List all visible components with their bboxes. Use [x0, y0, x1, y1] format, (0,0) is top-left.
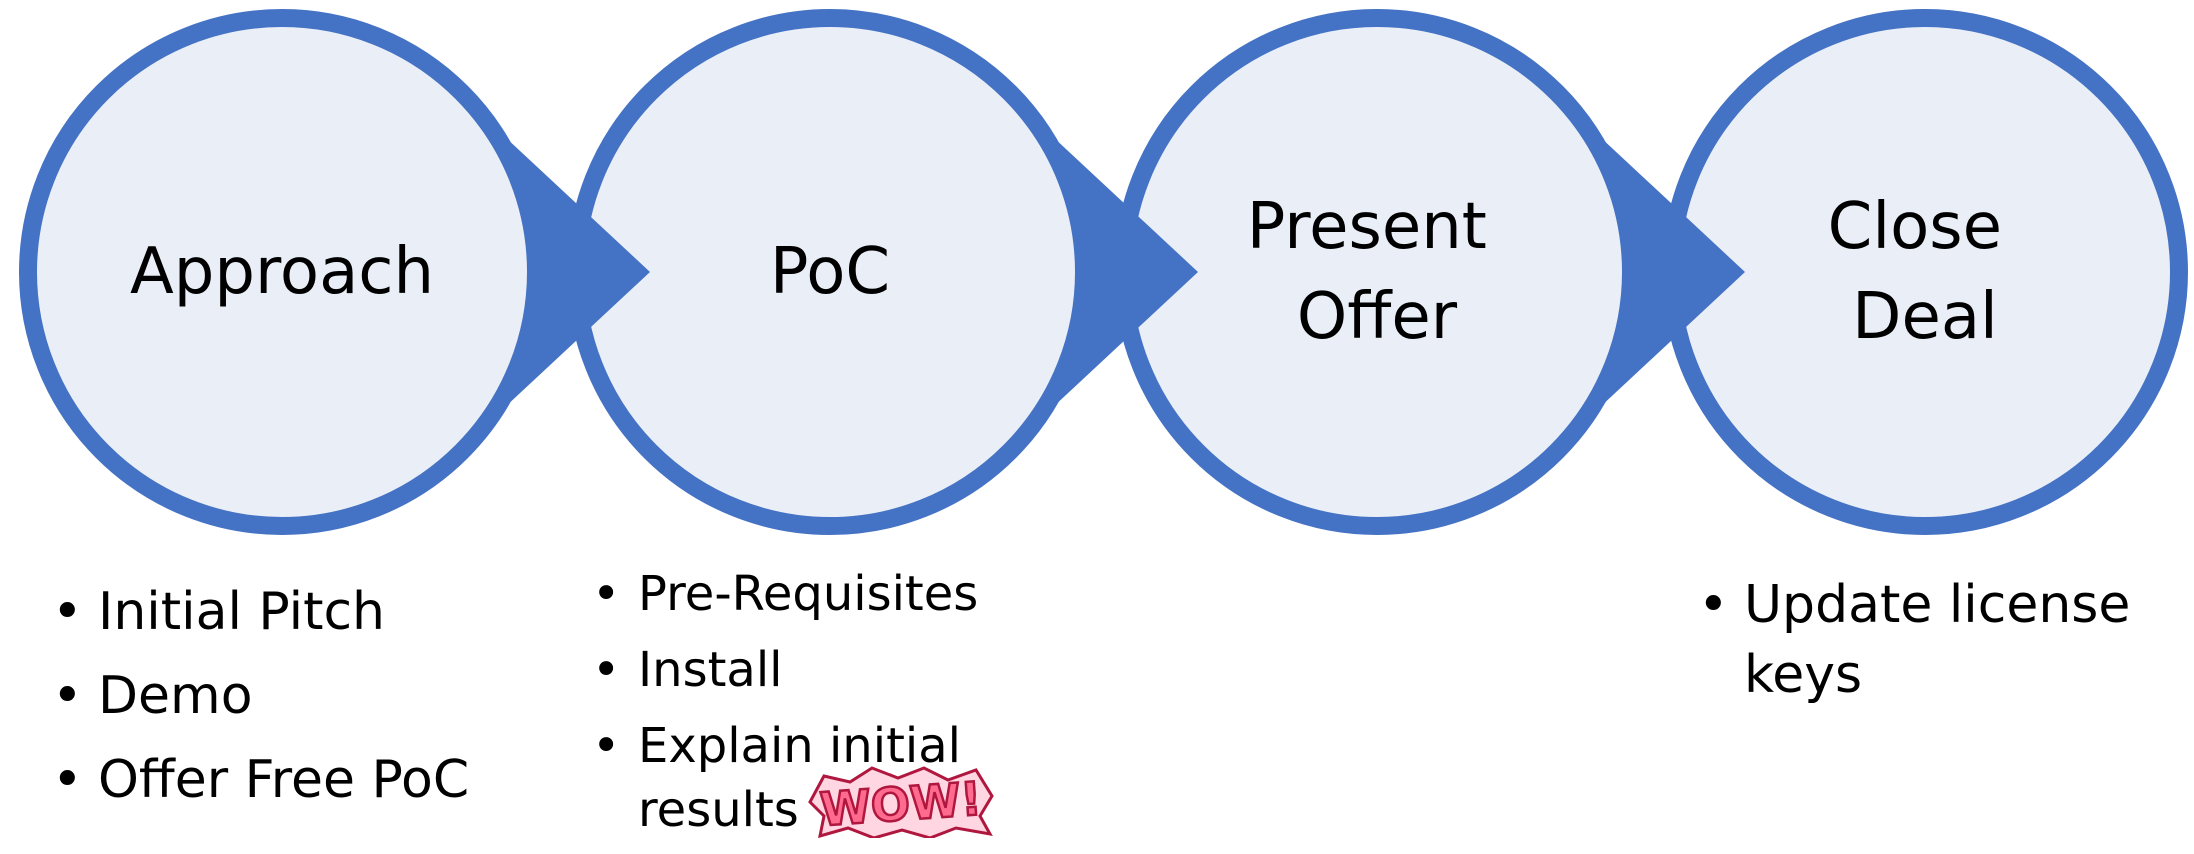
- stage-close-deal-circle: [1662, 9, 2188, 535]
- stage-present-offer-label-line-1: Present: [1247, 190, 1487, 264]
- close-deal-bullet-list: Update license keys: [1698, 570, 2178, 710]
- wow-sticker-burst: [808, 766, 994, 838]
- wow-sticker-text: WOW!: [818, 771, 983, 836]
- stage-poc: PoC: [567, 9, 1198, 535]
- stage-approach-circle: [19, 9, 545, 535]
- svg-text:Close Deal: Close Deal: [1828, 190, 2023, 354]
- svg-text:Present Offer: Present Offer: [1247, 190, 1507, 354]
- poc-bullet-install: Install: [592, 638, 1032, 702]
- poc-bullet-pre-requisites: Pre-Requisites: [592, 562, 1032, 626]
- stage-approach: Approach: [19, 9, 650, 535]
- approach-bullet-demo: Demo: [52, 654, 512, 738]
- stage-present-offer-label-line-2: Offer: [1297, 280, 1458, 354]
- poc-bullet-explain-initial-results: Explain initial results: [592, 714, 1032, 842]
- stage-close-deal-label-line-1: Close: [1828, 190, 2002, 264]
- stage-present-offer-circle: [1114, 9, 1640, 535]
- stage-close-deal-label-line-2: Deal: [1852, 280, 1998, 354]
- approach-bullet-offer-free-poc: Offer Free PoC: [52, 738, 512, 822]
- approach-bullet-list: Initial Pitch Demo Offer Free PoC: [52, 570, 512, 822]
- stage-present-offer: Present Offer: [1114, 9, 1745, 535]
- stage-poc-label-line-1: PoC: [770, 235, 890, 309]
- svg-text:Approach: Approach: [130, 235, 434, 309]
- approach-bullet-initial-pitch: Initial Pitch: [52, 570, 512, 654]
- close-deal-bullet-update-license-keys: Update license keys: [1698, 570, 2178, 710]
- stage-close-deal: Close Deal: [1662, 9, 2188, 535]
- poc-bullet-list: Pre-Requisites Install Explain initial r…: [592, 562, 1032, 854]
- stage-approach-label-line-1: Approach: [130, 235, 434, 309]
- wow-sticker: WOW!: [808, 766, 994, 838]
- svg-text:PoC: PoC: [770, 235, 890, 309]
- sales-process-diagram: Close Deal Present Offer PoC Approach: [19, 9, 2188, 535]
